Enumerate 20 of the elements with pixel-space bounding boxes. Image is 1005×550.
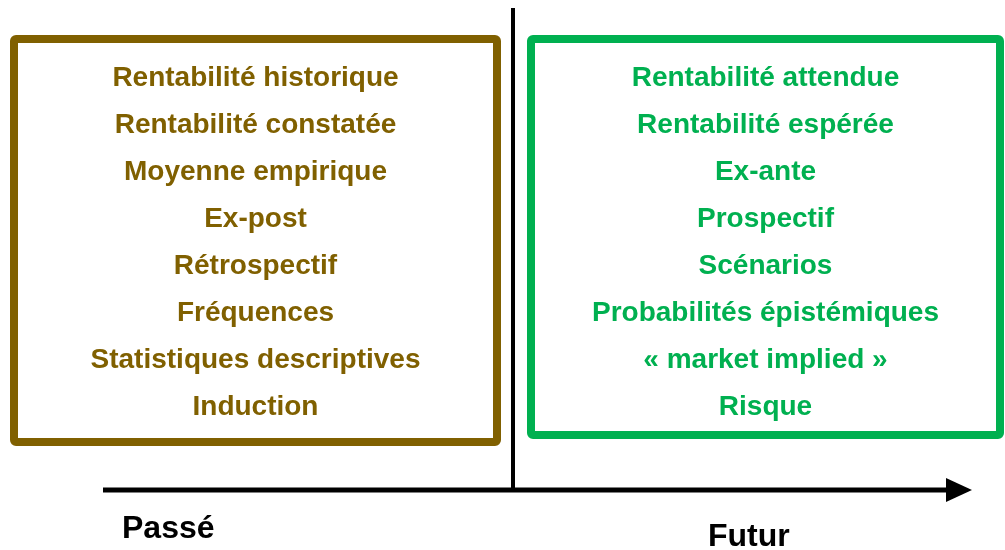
term-text: Rentabilité historique <box>112 60 399 94</box>
term-text: Prospectif <box>697 201 834 235</box>
term-box <box>10 35 501 446</box>
term-text: Rentabilité attendue <box>631 60 900 94</box>
term-text: Fréquences <box>176 295 335 329</box>
axis-label: Passé <box>122 508 215 547</box>
term-text: Rentabilité espérée <box>637 107 894 141</box>
term-text: Risque <box>718 389 813 423</box>
term-text: Rentabilité constatée <box>114 107 397 141</box>
term-text: Scénarios <box>698 248 833 282</box>
term-text: Rétrospectif <box>173 248 338 282</box>
term-text: Ex-post <box>204 201 307 235</box>
term-text: Ex-ante <box>714 154 817 188</box>
term-text: Statistiques descriptives <box>90 342 421 376</box>
term-box <box>527 35 1004 439</box>
axis-label: Futur <box>708 516 790 550</box>
term-text: « market implied » <box>643 342 888 376</box>
term-text: Induction <box>192 389 319 423</box>
term-text: Probabilités épistémiques <box>592 295 939 329</box>
term-text: Moyenne empirique <box>124 154 387 188</box>
